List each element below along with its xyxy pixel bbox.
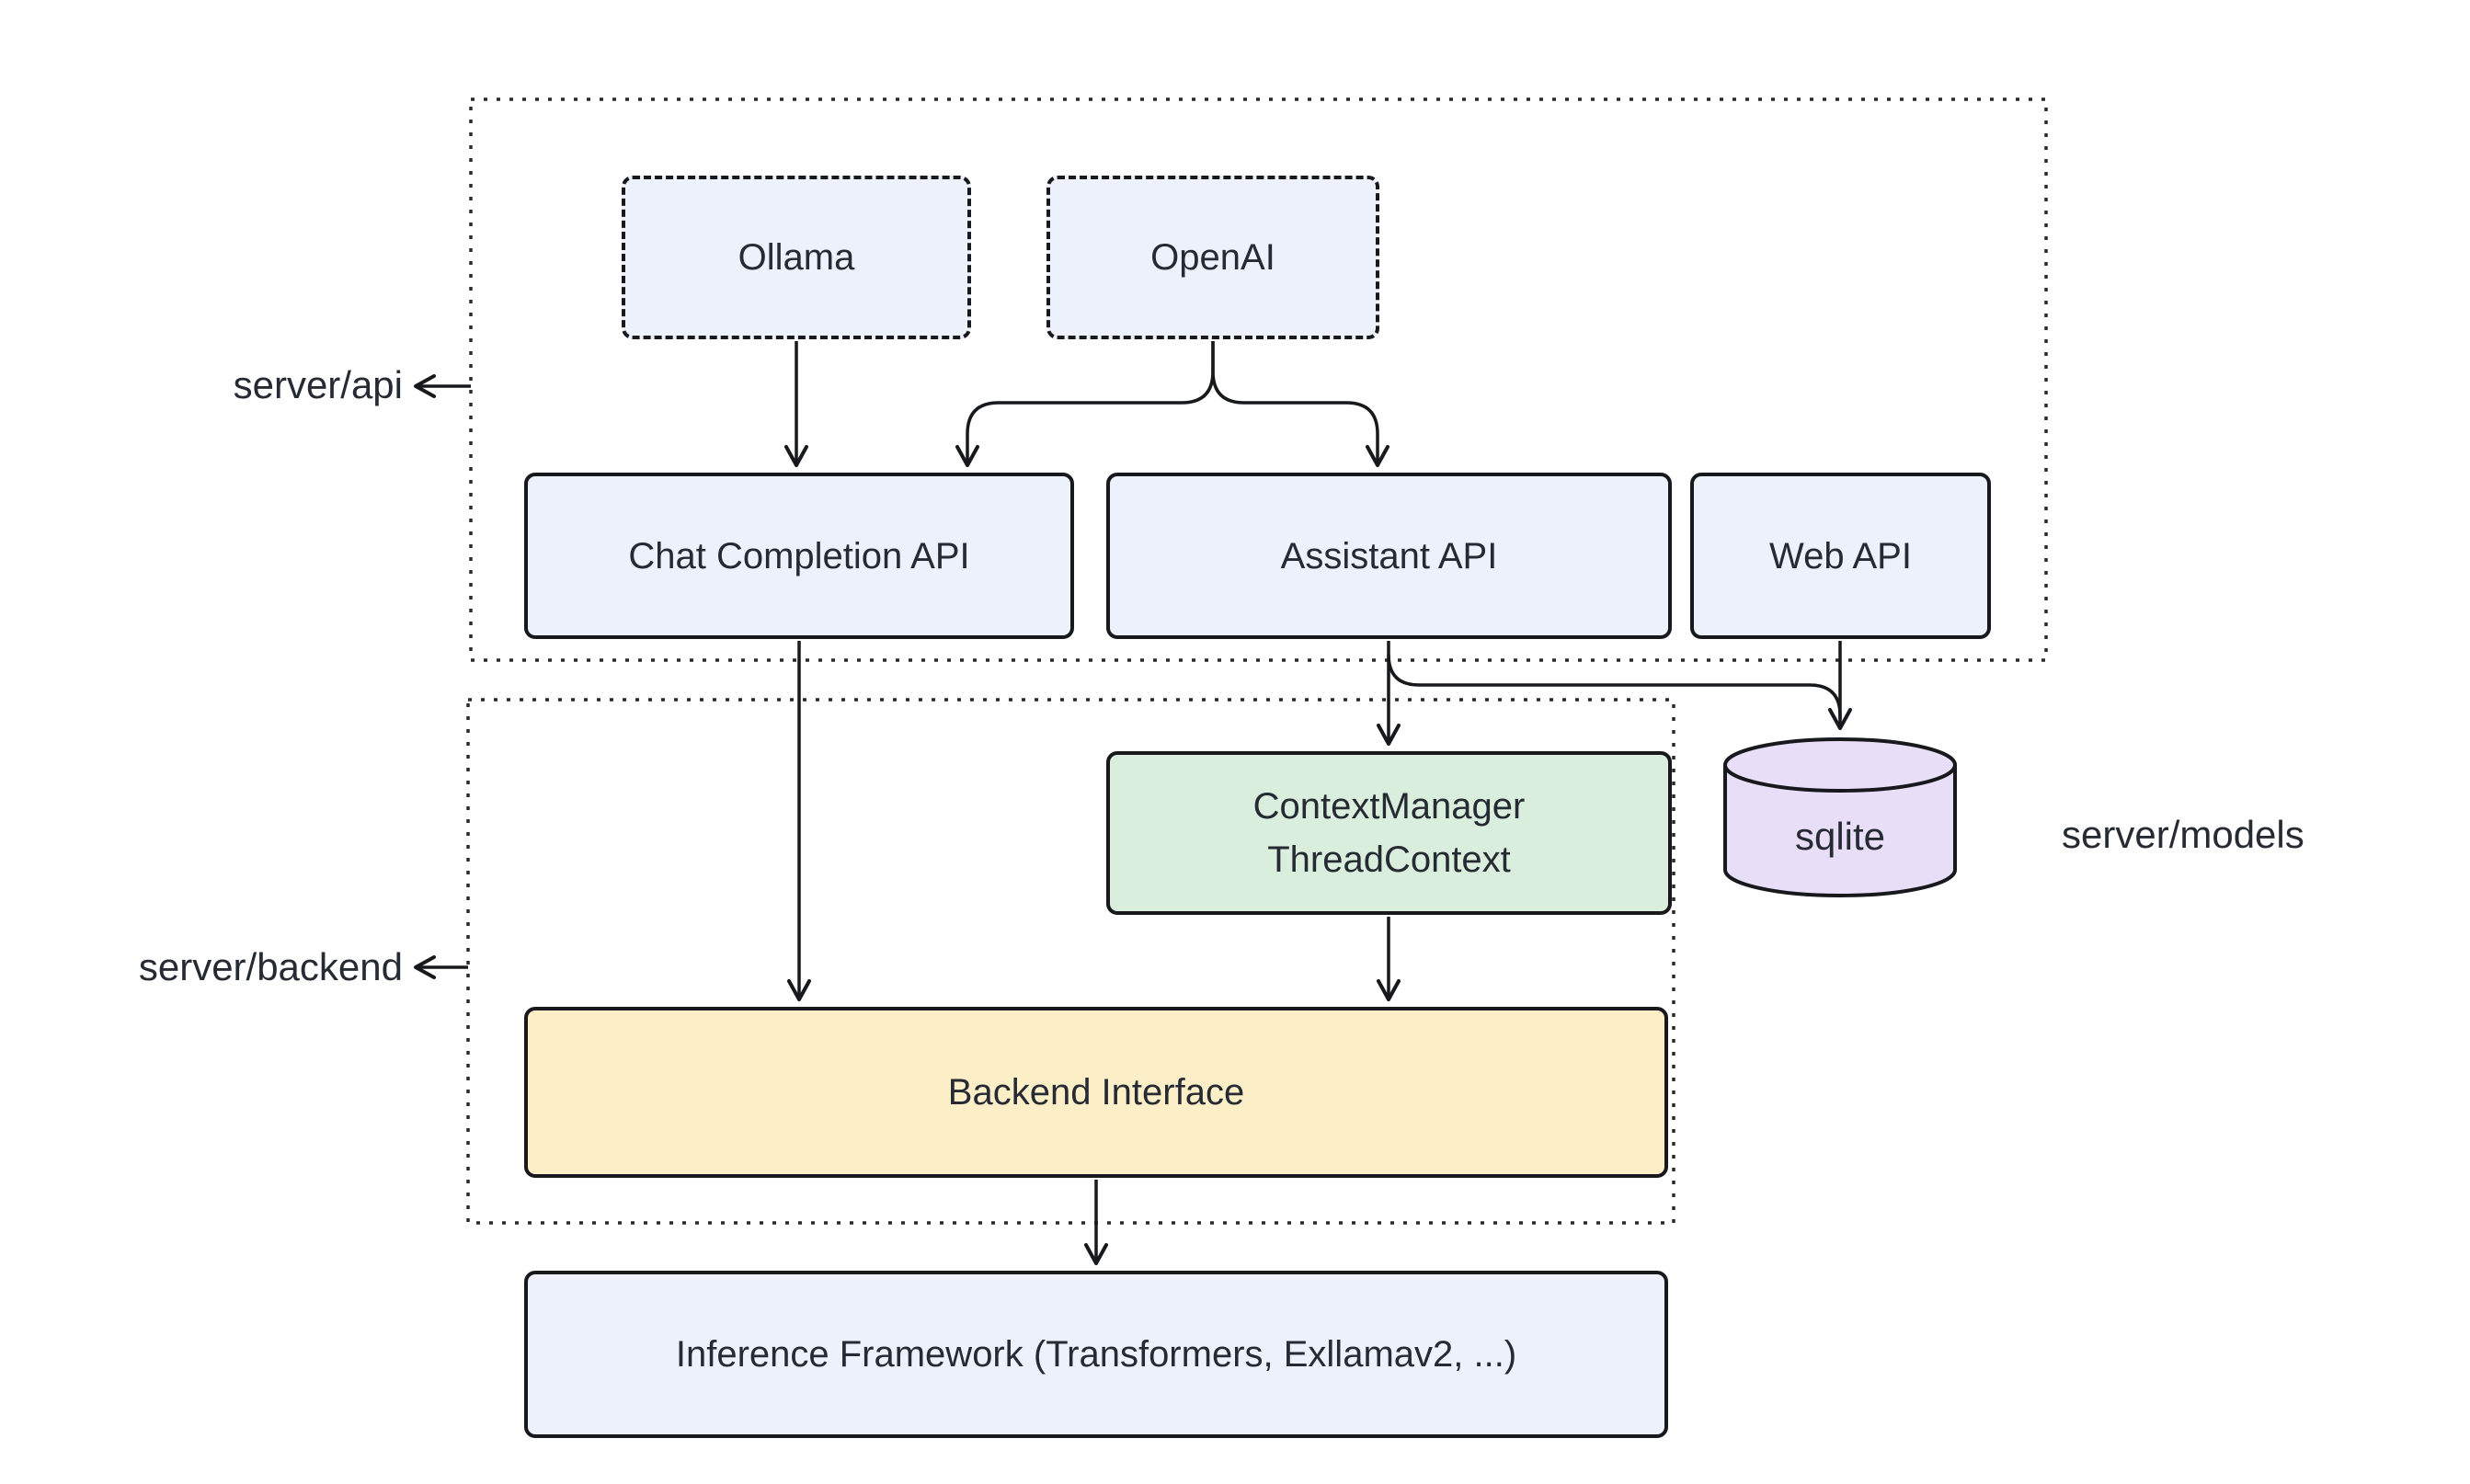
node-openai: OpenAI: [1046, 176, 1379, 339]
node-backend-interface: Backend Interface: [524, 1007, 1668, 1178]
node-openai-label: OpenAI: [1150, 237, 1275, 278]
label-server-models: server/models: [2062, 813, 2304, 856]
node-ollama-label: Ollama: [738, 237, 855, 278]
container-server-backend: [466, 698, 1675, 1225]
label-server-backend: server/backend: [138, 945, 403, 988]
node-context-manager: ContextManager ThreadContext: [1106, 751, 1672, 915]
node-context-manager-line1: ContextManager: [1252, 786, 1526, 827]
container-server-api: [469, 97, 2048, 662]
node-context-manager-line2: ThreadContext: [1267, 839, 1511, 880]
node-inference-framework-label: Inference Framework (Transformers, Exlla…: [675, 1334, 1517, 1375]
node-backend-interface-label: Backend Interface: [947, 1072, 1245, 1113]
edge-assistant-to-sqlite: [1387, 654, 1842, 719]
node-sqlite: sqlite: [1721, 736, 1959, 899]
node-ollama: Ollama: [622, 176, 971, 339]
node-assistant-api: Assistant API: [1106, 473, 1672, 639]
edge-openai-to-chat-completion: [955, 341, 1215, 467]
label-server-api: server/api: [233, 363, 403, 406]
node-chat-completion-api: Chat Completion API: [524, 473, 1074, 639]
edge-openai-to-assistant: [1211, 341, 1389, 467]
node-sqlite-label: sqlite: [1794, 815, 1886, 859]
database-cylinder-icon: [1723, 737, 1957, 897]
node-assistant-api-label: Assistant API: [1280, 535, 1498, 576]
node-inference-framework: Inference Framework (Transformers, Exlla…: [524, 1271, 1668, 1438]
node-chat-completion-api-label: Chat Completion API: [628, 535, 970, 576]
node-web-api-label: Web API: [1769, 535, 1912, 576]
node-web-api: Web API: [1690, 473, 1991, 639]
